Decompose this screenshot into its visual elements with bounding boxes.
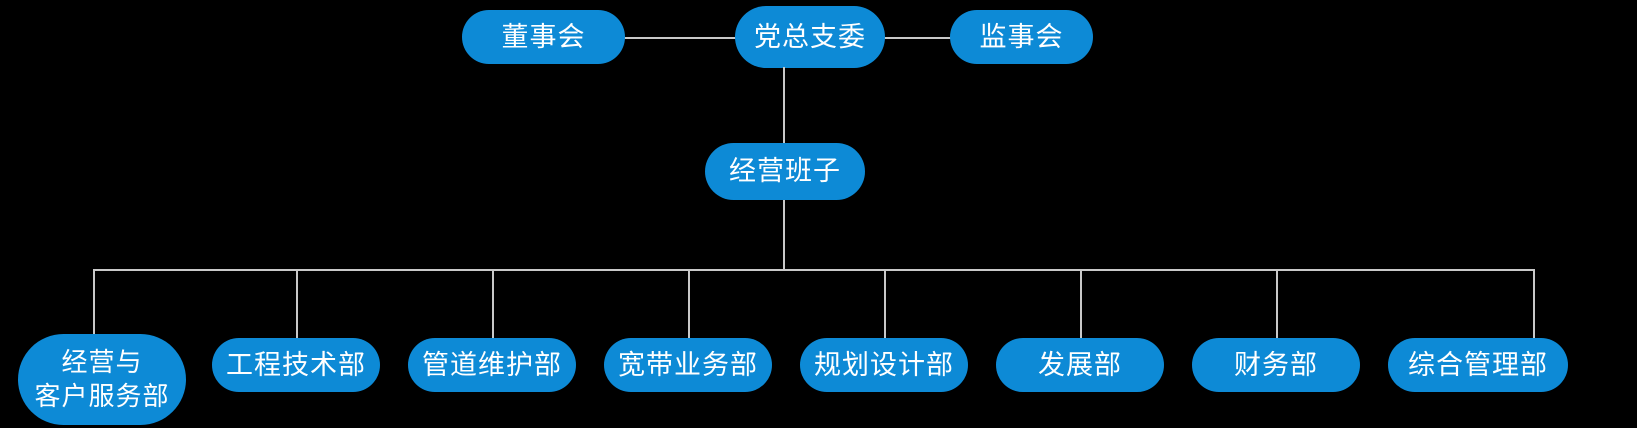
connector-bus-to-dept-3 [492, 269, 494, 340]
node-operations-and-customer-service[interactable]: 经营与 客户服务部 [18, 334, 186, 425]
node-board-of-supervisors[interactable]: 监事会 [950, 10, 1093, 64]
connector-bus-to-dept-7 [1276, 269, 1278, 340]
node-engineering-technology[interactable]: 工程技术部 [212, 338, 380, 392]
node-pipeline-maintenance[interactable]: 管道维护部 [408, 338, 576, 392]
node-management-team[interactable]: 经营班子 [705, 143, 865, 200]
connector-bus-to-dept-6 [1080, 269, 1082, 340]
connector-department-bus [93, 269, 1535, 271]
node-development[interactable]: 发展部 [996, 338, 1164, 392]
connector-party-to-management [783, 67, 785, 144]
connector-bus-to-dept-1 [93, 269, 95, 335]
node-broadband-business[interactable]: 宽带业务部 [604, 338, 772, 392]
node-board-of-directors[interactable]: 董事会 [462, 10, 625, 64]
node-planning-and-design[interactable]: 规划设计部 [800, 338, 968, 392]
connector-party-to-supervisors [884, 37, 996, 39]
connector-bus-to-dept-2 [296, 269, 298, 340]
connector-board-to-party [624, 37, 736, 39]
connector-bus-to-dept-5 [884, 269, 886, 340]
connector-bus-to-dept-4 [688, 269, 690, 340]
node-finance[interactable]: 财务部 [1192, 338, 1360, 392]
node-party-branch-committee[interactable]: 党总支委 [735, 6, 885, 68]
node-general-management[interactable]: 综合管理部 [1388, 338, 1568, 392]
connector-bus-to-dept-8 [1533, 269, 1535, 340]
connector-management-to-bus [783, 200, 785, 271]
